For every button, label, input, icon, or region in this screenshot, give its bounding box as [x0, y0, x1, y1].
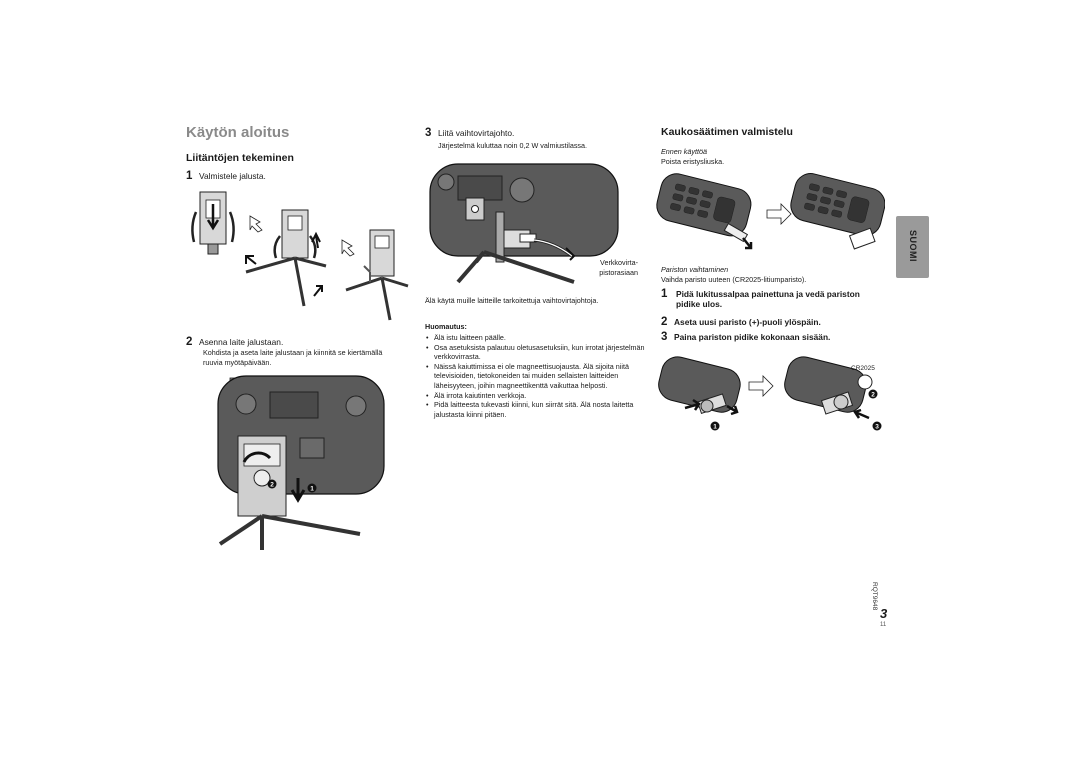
battery-replace-heading: Pariston vaihtaminen: [661, 265, 729, 274]
step-text: Aseta uusi paristo (+)-puoli ylöspäin.: [674, 317, 821, 327]
note-item: Pidä laitteesta tukevasti kiinni, kun si…: [425, 400, 647, 419]
document-code: RQT9648: [871, 582, 878, 611]
battery-type-label: CR2025: [851, 365, 875, 372]
step-2-instructions: Kohdista ja aseta laite jalustaan ja kii…: [203, 348, 383, 367]
outlet-label-line-2: pistorasiaan: [599, 268, 638, 277]
note-item: Älä istu laitteen päälle.: [425, 333, 647, 343]
step-number: 3: [425, 127, 432, 139]
step-3-instructions: Järjestelmä kuluttaa noin 0,2 W valmiust…: [438, 141, 588, 150]
note-item: Näissä kaiuttimissa ei ole magneettisuoj…: [425, 362, 647, 391]
outlet-label-line-1: Verkkovirta-: [600, 258, 638, 267]
battery-replace-text: Vaihda paristo uuteen (CR2025-litiumpari…: [661, 275, 807, 284]
language-tab: SUOMI: [896, 216, 929, 278]
step-label: Liitä vaihtovirtajohto.: [438, 128, 515, 138]
marker-two: 2: [270, 482, 274, 489]
before-use-heading: Ennen käyttöä: [661, 147, 707, 156]
ac-cord-connection-illustration: [429, 163, 619, 284]
marker-three: 3: [875, 424, 879, 431]
stand-preparation-illustration: [191, 191, 409, 321]
page-number-small: 11: [880, 622, 887, 628]
stand-open-drawing: [345, 229, 409, 321]
marker-one: 1: [310, 486, 314, 493]
step-number: 3: [661, 331, 668, 343]
stand-folded-drawing: [191, 191, 235, 255]
step-number: 2: [186, 336, 193, 348]
stand-unfolding-drawing: [245, 209, 327, 307]
before-use-text: Poista eristysliuska.: [661, 157, 725, 166]
section-heading-remote: Kaukosäätimen valmistelu: [661, 126, 793, 138]
marker-one: 1: [713, 424, 717, 431]
page-number: 3: [880, 606, 888, 621]
step-3: 3 Liitä vaihtovirtajohto.: [425, 127, 514, 139]
section-heading-connections: Liitäntöjen tekeminen: [186, 152, 294, 164]
battery-step-1: 1 Pidä lukitussalpaa painettuna ja vedä p…: [661, 288, 861, 309]
step-text: Paina pariston pidike kokonaan sisään.: [674, 332, 831, 342]
step-label: Asenna laite jalustaan.: [199, 337, 284, 347]
battery-replacement-illustration: 1 CR2025 2 3: [658, 356, 882, 431]
note-item: Älä irrota kaiutinten verkkoja.: [425, 391, 647, 401]
step-number: 2: [661, 316, 668, 328]
outlet-label: Verkkovirta- pistorasiaan: [572, 258, 638, 278]
step-number: 1: [186, 170, 193, 182]
battery-step-3: 3 Paina pariston pidike kokonaan sisään.: [661, 331, 830, 343]
step-text: Pidä lukitussalpaa painettuna ja vedä pa…: [676, 289, 860, 309]
notes-title: Huomautus:: [425, 322, 467, 331]
step-1: 1 Valmistele jalusta.: [186, 170, 266, 182]
device-on-stand-illustration: 2 1: [217, 375, 385, 550]
ac-cord-warning: Älä käytä muille laitteille tarkoitettuj…: [425, 296, 599, 305]
step-2: 2 Asenna laite jalustaan.: [186, 336, 283, 348]
language-tab-label: SUOMI: [908, 230, 918, 263]
remove-insulation-illustration: [656, 173, 885, 250]
note-item: Osa asetuksista palautuu oletusasetuksii…: [425, 343, 647, 362]
marker-two: 2: [871, 392, 875, 399]
battery-step-2: 2 Aseta uusi paristo (+)-puoli ylöspäin.: [661, 316, 821, 328]
step-number: 1: [661, 288, 668, 300]
step-label: Valmistele jalusta.: [199, 171, 266, 181]
notes-list: Älä istu laitteen päälle. Osa asetuksist…: [425, 333, 647, 419]
page-title: Käytön aloitus: [186, 124, 290, 141]
